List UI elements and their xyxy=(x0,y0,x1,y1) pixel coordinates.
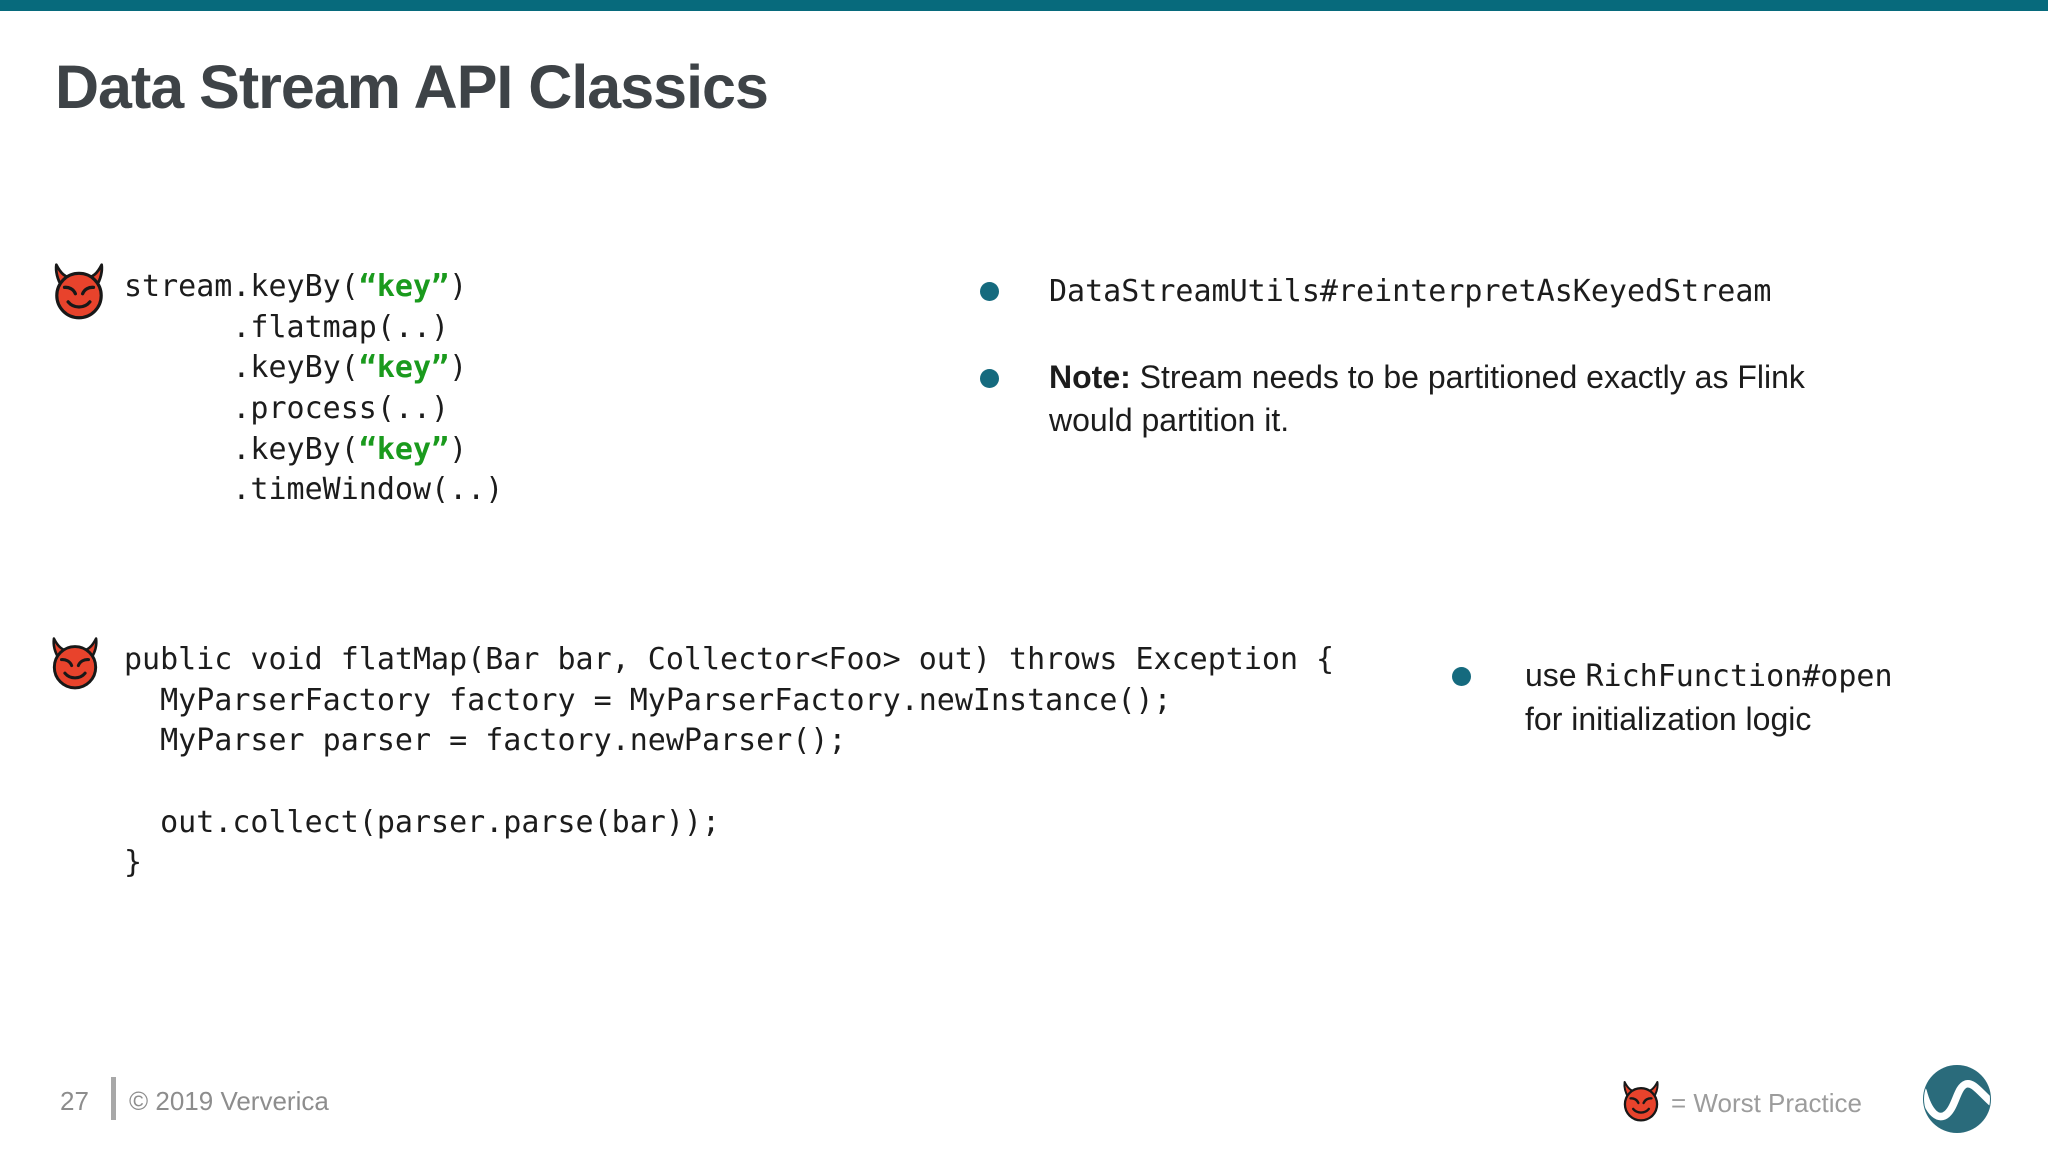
code-text: ) xyxy=(449,431,468,467)
devil-emoji-icon xyxy=(50,262,108,320)
code-line: .timeWindow(..) xyxy=(124,470,503,511)
bullet-dot xyxy=(980,369,999,388)
code-reference: RichFunction#open xyxy=(1585,659,1893,694)
note-text: Stream needs to be partitioned exactly a… xyxy=(1130,359,1805,395)
code-line: } xyxy=(124,845,143,881)
code-line: out.collect(parser.parse(bar)); xyxy=(124,804,721,840)
code-block-flatmap: public void flatMap(Bar bar, Collector<F… xyxy=(124,640,1334,884)
slide-title: Data Stream API Classics xyxy=(55,53,769,121)
code-text: .process(..) xyxy=(124,391,450,427)
string-literal: “key” xyxy=(358,350,450,386)
bullet-note: Note: Stream needs to be partitioned exa… xyxy=(1049,356,1805,442)
code-line: .keyBy(“key”) xyxy=(124,430,503,471)
code-line: MyParser parser = factory.newParser(); xyxy=(124,723,847,759)
code-text: ) xyxy=(449,269,468,304)
bullet-richfunction-line1: use RichFunction#open xyxy=(1525,654,1893,698)
code-text: .keyBy( xyxy=(124,431,359,467)
code-text: ) xyxy=(449,350,468,386)
bullet-note-line2: would partition it. xyxy=(1049,402,1290,438)
code-text: .keyBy( xyxy=(124,350,359,386)
footer-divider xyxy=(111,1077,116,1120)
bullet-richfunction: use RichFunction#open for initialization… xyxy=(1525,654,1893,741)
code-line: MyParserFactory factory = MyParserFactor… xyxy=(124,682,1172,718)
bullet-richfunction-line2: for initialization logic xyxy=(1525,701,1812,737)
bullet-dot xyxy=(1452,667,1471,686)
bullet-dot xyxy=(980,282,999,301)
devil-emoji-icon xyxy=(1620,1080,1662,1122)
bullet-datastreamutils: DataStreamUtils#reinterpretAsKeyedStream xyxy=(1049,274,1772,309)
code-block-keyby-chain: stream.keyBy(“key”) .flatmap(..) .keyBy(… xyxy=(124,267,503,511)
code-text: .flatmap(..) xyxy=(124,309,450,345)
code-line: public void flatMap(Bar bar, Collector<F… xyxy=(124,642,1335,677)
page-number: 27 xyxy=(60,1086,89,1116)
code-line: .process(..) xyxy=(124,389,503,430)
copyright-notice: © 2019 Ververica xyxy=(129,1086,329,1116)
plain-text: use xyxy=(1525,657,1586,693)
ververica-logo xyxy=(1922,1064,1992,1134)
code-line: stream.keyBy(“key”) xyxy=(124,267,503,308)
code-line: .flatmap(..) xyxy=(124,308,503,349)
code-text: stream.keyBy( xyxy=(124,269,359,304)
code-line xyxy=(124,762,1334,803)
code-line: .keyBy(“key”) xyxy=(124,348,503,389)
worst-practice-legend: = Worst Practice xyxy=(1671,1088,1862,1118)
bullet-note-line1: Note: Stream needs to be partitioned exa… xyxy=(1049,356,1805,399)
string-literal: “key” xyxy=(358,269,450,304)
note-label: Note: xyxy=(1049,359,1131,395)
top-accent-bar xyxy=(0,0,2048,11)
code-text: .timeWindow(..) xyxy=(124,472,504,508)
devil-emoji-icon xyxy=(48,636,102,690)
string-literal: “key” xyxy=(358,431,450,467)
